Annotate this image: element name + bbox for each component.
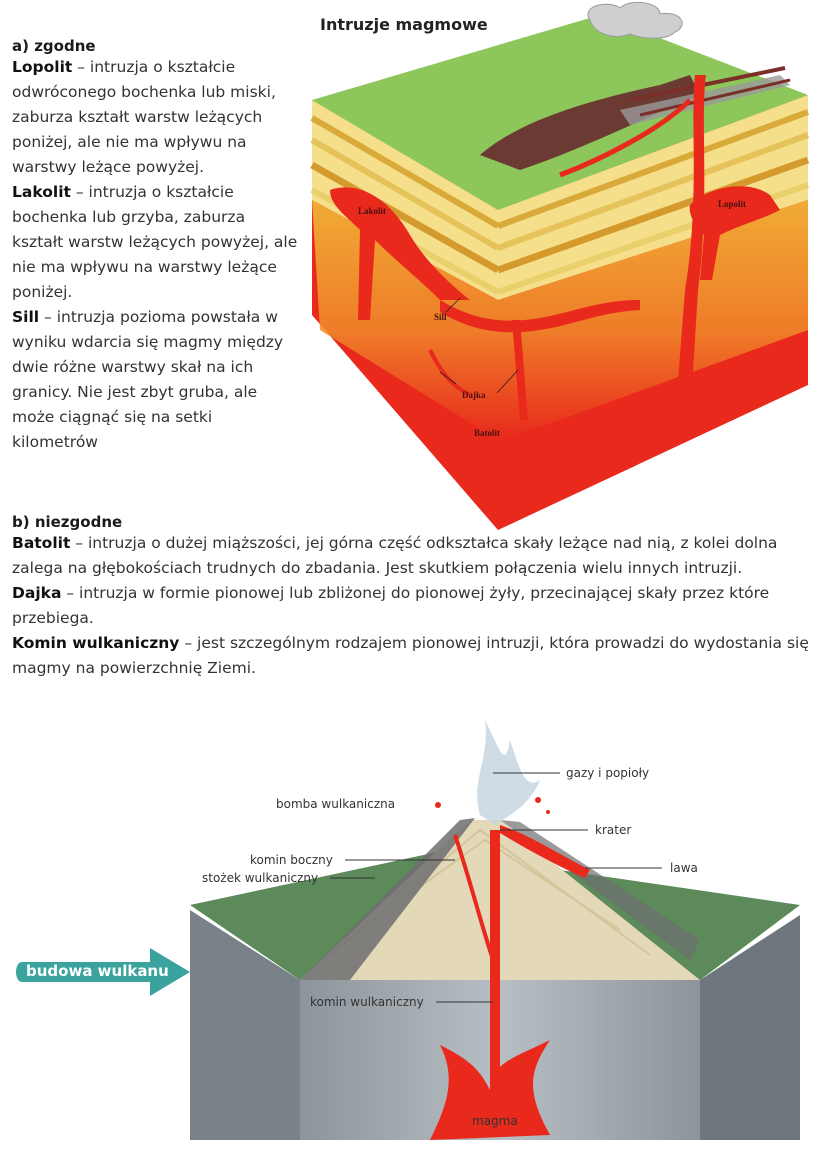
section-b: b) niezgodne Batolit – intruzja o dużej … — [12, 513, 820, 681]
page-title: Intruzje magmowe — [320, 15, 488, 34]
label-lakolit: Lakolit — [358, 206, 386, 216]
cone-shell — [300, 818, 475, 980]
desc-sill: – intruzja pozioma powstała w wyniku wda… — [12, 308, 284, 451]
term-sill: Sill — [12, 308, 40, 326]
desc-batolit: – intruzja o dużej miąższości, jej górna… — [12, 534, 778, 577]
label-lava: lawa — [670, 861, 698, 875]
desc-dajka: – intruzja w formie pionowej lub zbliżon… — [12, 584, 770, 627]
section-a-text: Lopolit – intruzja o kształcie odwrócone… — [12, 55, 300, 455]
desc-komin: – jest szczególnym rodzajem pionowej int… — [12, 634, 809, 677]
volcano-arrow-badge — [16, 948, 190, 996]
arrow-label: budowa wulkanu — [26, 962, 169, 980]
section-b-text: Batolit – intruzja o dużej miąższości, j… — [12, 531, 820, 681]
label-crater: krater — [595, 823, 631, 837]
term-batolit: Batolit — [12, 534, 71, 552]
label-dajka: Dajka — [462, 390, 486, 400]
label-cone: stożek wulkaniczny — [202, 871, 318, 885]
label-sill: Sill — [434, 312, 447, 322]
intrusion-block-diagram: Lakolit Lopolit Sill Dajka Batolit — [310, 1, 810, 530]
label-side-vent: komin boczny — [250, 853, 333, 867]
desc-lopolit: – intruzja o kształcie odwróconego boche… — [12, 58, 276, 176]
label-magma: magma — [472, 1114, 518, 1128]
lakolit-shape — [330, 187, 470, 320]
main-vent — [490, 830, 500, 1090]
label-gases: gazy i popioły — [566, 766, 649, 780]
lava — [500, 825, 590, 878]
volcanic-vent-shape — [675, 75, 706, 420]
term-komin: Komin wulkaniczny — [12, 634, 180, 652]
section-a-heading: a) zgodne — [12, 37, 96, 55]
smoke-cloud — [587, 1, 683, 39]
label-lopolit: Lopolit — [718, 199, 746, 209]
term-lakolit: Lakolit — [12, 183, 71, 201]
term-lopolit: Lopolit — [12, 58, 73, 76]
term-dajka: Dajka — [12, 584, 62, 602]
volcano-diagram: gazy i popioły bomba wulkaniczna krater … — [190, 720, 800, 1140]
arrow-icon — [16, 948, 190, 996]
section-a: a) zgodne Lopolit – intruzja o kształcie… — [12, 37, 300, 455]
desc-lakolit: – intruzja o kształcie bochenka lub grzy… — [12, 183, 298, 301]
side-vent — [453, 834, 495, 961]
lopolit-shape — [689, 186, 780, 280]
sill-shape — [440, 300, 640, 333]
label-main-vent: komin wulkaniczny — [310, 995, 424, 1009]
label-batolit: Batolit — [474, 428, 500, 438]
section-b-heading: b) niezgodne — [12, 513, 123, 531]
label-bomb: bomba wulkaniczna — [276, 797, 395, 811]
dajka-shape — [512, 320, 528, 420]
